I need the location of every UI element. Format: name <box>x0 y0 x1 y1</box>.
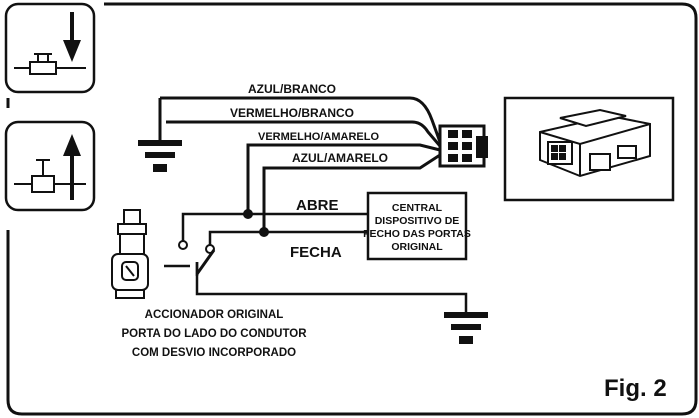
ground-symbol-bottom <box>444 312 488 344</box>
outer-frame <box>6 2 698 416</box>
switch-contact-open <box>178 240 188 250</box>
harness-connector <box>438 124 488 168</box>
junction-fecha <box>259 227 269 237</box>
actuator-caption-line-2: PORTA DO LADO DO CONDUTOR <box>121 328 307 340</box>
wire-label-azul-amarelo: AZUL/AMARELO <box>292 151 388 165</box>
figure-label: Fig. 2 <box>604 375 667 402</box>
wire-harness <box>160 96 442 232</box>
wire-label-azul-branco: AZUL/BRANCO <box>248 82 336 96</box>
central-line-2: DISPOSITIVO DE <box>375 215 460 227</box>
actuator-caption-line-1: ACCIONADOR ORIGINAL <box>145 309 284 321</box>
ground-symbol-top <box>138 98 182 172</box>
switch-label-abre: ABRE <box>296 197 339 214</box>
switch-blade <box>195 249 216 275</box>
actuator-caption-line-3: COM DESVIO INCORPORADO <box>132 347 296 359</box>
door-actuator-icon <box>111 209 149 299</box>
arrow-up-lock-icon <box>14 134 86 200</box>
wire-label-vermelho-branco: VERMELHO/BRANCO <box>230 106 354 120</box>
central-line-3: FECHO DAS PORTAS <box>363 228 471 240</box>
central-box <box>366 191 468 261</box>
central-line-1: CENTRAL <box>392 202 443 214</box>
arrow-down-lock-icon <box>14 12 86 75</box>
lock-up-icon-box <box>4 120 96 212</box>
lock-down-icon-box <box>4 2 96 94</box>
junction-abre <box>243 209 253 219</box>
control-module-icon <box>539 108 651 178</box>
central-line-4: ORIGINAL <box>391 241 443 253</box>
wire-label-vermelho-amarelo: VERMELHO/AMARELO <box>258 131 379 143</box>
switch-wiring <box>181 212 468 312</box>
module-picture <box>503 96 675 202</box>
switch-label-fecha: FECHA <box>290 244 342 261</box>
